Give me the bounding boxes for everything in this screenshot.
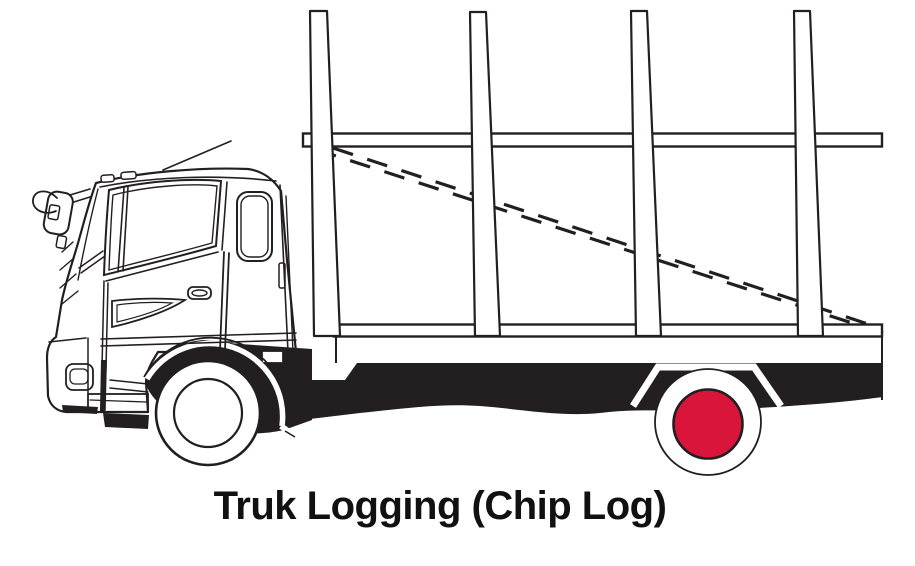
front-wheel-rim — [172, 377, 244, 449]
bed-top-rail — [301, 132, 884, 148]
antenna — [162, 140, 232, 171]
door-window — [102, 178, 223, 277]
dashed-load-line — [332, 153, 884, 335]
dashed-load-line — [332, 146, 881, 330]
side-mirror — [32, 188, 91, 250]
front-fender-lip-inner — [150, 349, 279, 424]
front-fender-lip — [144, 340, 286, 427]
fender-flick-edge — [284, 430, 296, 438]
chassis — [310, 363, 883, 476]
stake — [468, 10, 502, 338]
door-handle — [187, 286, 212, 300]
stake — [629, 9, 663, 338]
figure-caption: Truk Logging (Chip Log) — [213, 484, 667, 528]
mirror-bracket — [32, 190, 58, 214]
rear-wheel-arch — [630, 363, 784, 408]
dashed-load-lines — [332, 146, 884, 335]
cab-under-shadows — [62, 360, 149, 429]
rear-wheel-red-hub — [672, 388, 744, 460]
cab-detail-lines — [48, 140, 297, 413]
pedestrian-window — [111, 297, 188, 329]
headlight — [65, 363, 94, 391]
stake — [308, 9, 342, 338]
stake — [792, 9, 825, 338]
stakes — [308, 9, 825, 338]
chassis-silhouette — [310, 363, 883, 419]
wiper — [78, 250, 104, 269]
quarter-window — [236, 191, 273, 262]
cab-step-box — [87, 393, 149, 413]
cab — [32, 140, 312, 467]
fender-flick — [279, 423, 294, 437]
flatbed — [301, 132, 884, 400]
